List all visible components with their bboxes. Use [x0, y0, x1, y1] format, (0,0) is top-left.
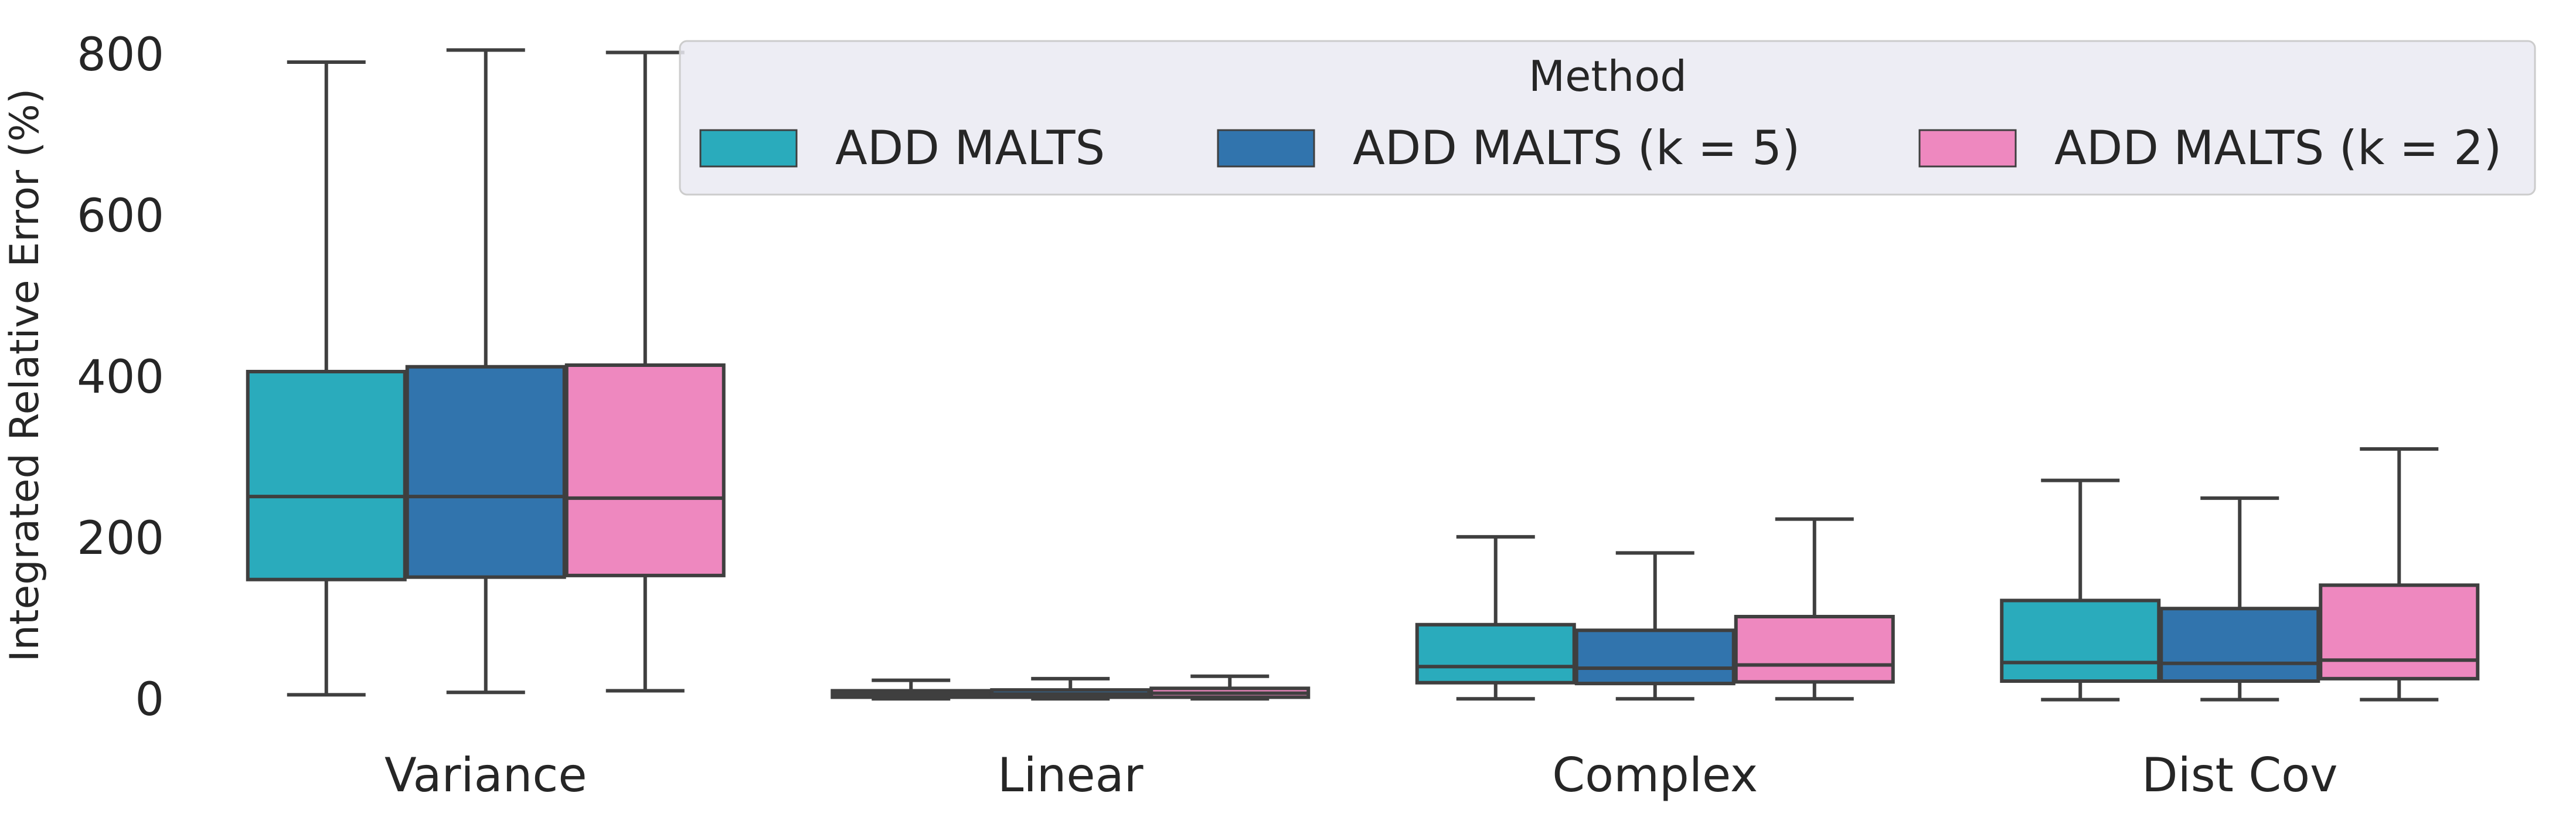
box-group-linear — [831, 674, 1311, 701]
box — [2159, 607, 2320, 683]
y-tick-label: 0 — [135, 673, 164, 726]
legend-label: ADD MALTS (k = 5) — [1353, 121, 1800, 175]
legend-items: ADD MALTS ADD MALTS (k = 5) ADD MALTS (k =… — [699, 121, 2502, 175]
box — [1734, 615, 1895, 684]
legend-frame — [679, 40, 2536, 196]
x-tick-label: Variance — [384, 748, 587, 802]
y-tick-label: 400 — [77, 351, 164, 404]
legend-title: Method — [1529, 52, 1687, 101]
box — [1574, 628, 1736, 686]
legend-swatch — [1217, 129, 1315, 168]
y-tick-label: 800 — [77, 29, 164, 81]
box — [2000, 598, 2161, 683]
legend-label: ADD MALTS (k = 2) — [2054, 121, 2502, 175]
x-axis: Variance Linear Complex Dist Cov — [384, 748, 2338, 802]
y-tick-label: 600 — [77, 190, 164, 243]
legend-swatch — [1918, 129, 2017, 168]
x-tick-label: Dist Cov — [2142, 748, 2337, 802]
box-group-dist-cov — [2000, 447, 2480, 702]
x-tick-label: Complex — [1552, 748, 1758, 802]
box-groups — [246, 48, 2480, 702]
box-group-variance — [246, 48, 726, 697]
y-axis-label: Integrated Relative Error (%) — [2, 89, 48, 662]
y-axis: 0 200 400 600 800 — [77, 29, 164, 726]
legend-label: ADD MALTS — [835, 121, 1105, 175]
legend-swatch — [699, 129, 798, 168]
box — [2319, 583, 2480, 681]
box — [246, 370, 407, 581]
y-tick-label: 200 — [77, 512, 164, 565]
box — [405, 365, 566, 579]
box — [1415, 622, 1576, 685]
box — [564, 363, 726, 577]
x-tick-label: Linear — [998, 748, 1144, 802]
box-group-complex — [1415, 517, 1895, 701]
